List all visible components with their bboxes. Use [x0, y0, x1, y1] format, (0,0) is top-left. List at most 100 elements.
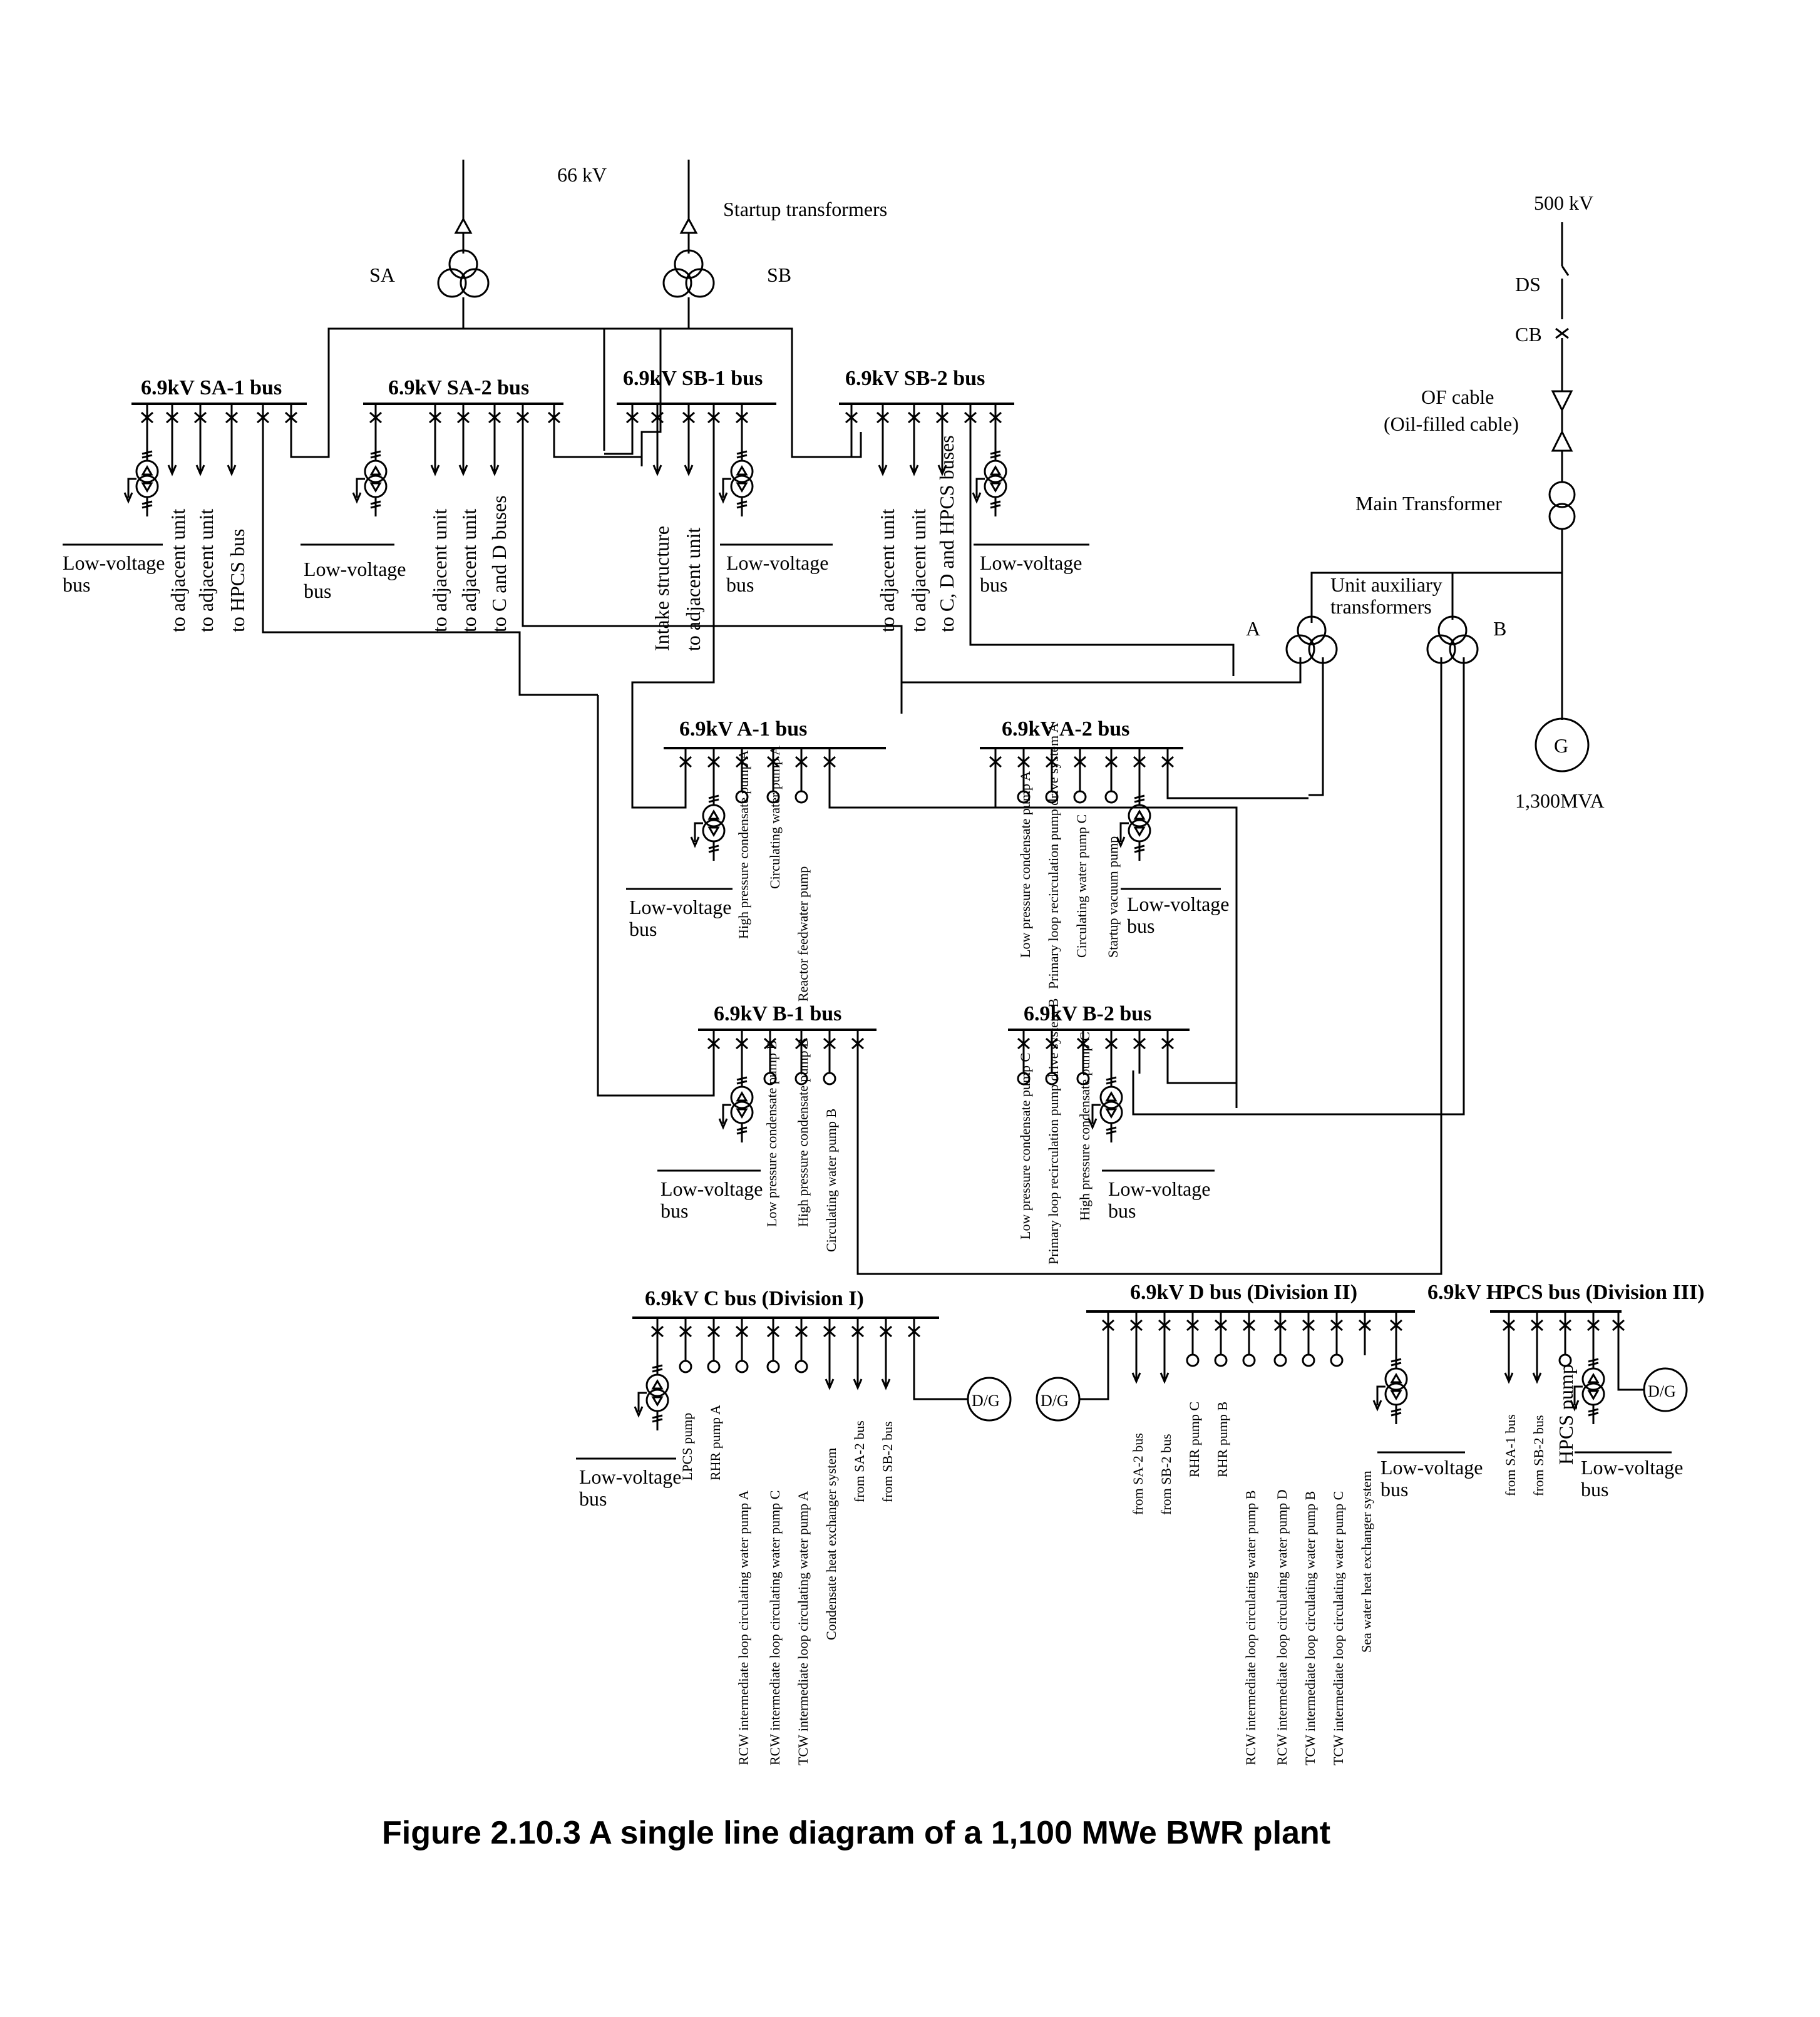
b1-lv-label-2: bus	[661, 1199, 688, 1222]
label-1300mva: 1,300MVA	[1515, 789, 1605, 812]
label-transformers: transformers	[1330, 595, 1432, 618]
a1-bus-group: 6.9kV A-1 bus Low-voltage bus High press…	[626, 695, 1238, 1108]
b2-feeder-3: High pressure condensate pump C	[1077, 1032, 1093, 1221]
sa1-bus-group: 6.9kV SA-1 bus Low-voltage bus to adjace…	[63, 376, 598, 696]
sb1-bus-group: 6.9kV SB-1 bus Low-voltage bus Intake st…	[604, 367, 833, 695]
sa2-feeder-2: to adjacent unit	[458, 509, 480, 632]
d-feeder-5: RCW intermediate loop circulating water …	[1243, 1491, 1258, 1765]
label-500kv: 500 kV	[1534, 192, 1593, 214]
a2-feeder-4: Startup vacuum pump	[1105, 836, 1121, 958]
c-bus-group: 6.9kV C bus (Division I) Low-voltage bus…	[576, 1287, 1012, 1765]
d-feeder-6: RCW intermediate loop circulating water …	[1274, 1489, 1290, 1765]
b2-lv-label-2: bus	[1108, 1199, 1136, 1222]
c-feeder-6: Condensate heat exchanger system	[823, 1448, 839, 1640]
label-b: B	[1493, 617, 1506, 640]
d-feeder-4: RHR pump B	[1215, 1402, 1230, 1477]
sb2-feeder-2: to adjacent unit	[907, 509, 930, 632]
c-feeder-2: RHR pump A	[707, 1405, 723, 1481]
c-dg-label: D/G	[972, 1392, 1000, 1410]
sb2-feeder-3: to C, D and HPCS buses	[935, 435, 958, 632]
sa1-feeder-1: to adjacent unit	[167, 509, 189, 632]
sa1-lv-label: Low-voltage	[63, 552, 165, 574]
sa2-bus-group: 6.9kV SA-2 bus Low-voltage bus to adjace…	[301, 376, 903, 695]
b2-feeder-2: Primary loop recirculation pump drive sy…	[1046, 998, 1061, 1265]
hpcs-feeder-2: from SB-2 bus	[1531, 1415, 1546, 1496]
sa1-lv-label-2: bus	[63, 573, 90, 596]
sb1-feeder-1: Intake structure	[650, 526, 673, 651]
sa1-bus-label: 6.9kV SA-1 bus	[141, 376, 282, 399]
label-of-cable: OF cable	[1421, 386, 1494, 408]
b1-bus-group: 6.9kV B-1 bus Low-voltage bus Low pressu…	[657, 1002, 877, 1252]
sa1-feeder-2: to adjacent unit	[195, 509, 217, 632]
d-lv-label: Low-voltage	[1380, 1456, 1483, 1479]
startup-transformer-sa	[327, 160, 662, 466]
hpcs-lv-label-2: bus	[1581, 1478, 1608, 1501]
c-bus-label: 6.9kV C bus (Division I)	[645, 1287, 864, 1310]
d-bus-label: 6.9kV D bus (Division II)	[1130, 1281, 1357, 1304]
generator-path: 500 kV DS CB OF cable (Oil-filled cable)…	[1310, 192, 1605, 812]
hpcs-dg-label: D/G	[1648, 1382, 1676, 1400]
sb2-bus-label: 6.9kV SB-2 bus	[845, 367, 985, 390]
d-diesel-generator	[1036, 1377, 1081, 1422]
label-main-transformer: Main Transformer	[1355, 492, 1502, 515]
sb2-bus-group: 6.9kV SB-2 bus Low-voltage bus to adjace…	[839, 367, 1235, 676]
c-feeder-5: TCW intermediate loop circulating water …	[795, 1491, 811, 1765]
c-feeder-3: RCW intermediate loop circulating water …	[736, 1490, 751, 1765]
hpcs-bus-group: 6.9kV HPCS bus (Division III) D/G Low-vo…	[1427, 1281, 1704, 1501]
b2-lv-label: Low-voltage	[1108, 1178, 1211, 1200]
b1-lv-label: Low-voltage	[661, 1178, 763, 1200]
sa2-lv-label: Low-voltage	[304, 558, 406, 580]
c-feeder-7: from SA-2 bus	[851, 1420, 867, 1502]
hpcs-lv-label: Low-voltage	[1581, 1456, 1684, 1479]
unit-aux-transformers: Unit auxiliary transformers A B	[856, 573, 1506, 1275]
d-feeder-7: TCW intermediate loop circulating water …	[1302, 1491, 1318, 1765]
b2-feeder-1: Low pressure condensate pump C	[1017, 1053, 1033, 1239]
sb2-feeder-1: to adjacent unit	[876, 509, 898, 632]
label-a: A	[1246, 617, 1260, 640]
c-feeder-4: RCW intermediate loop circulating water …	[767, 1491, 783, 1765]
b1-feeder-3: Circulating water pump B	[823, 1109, 839, 1252]
sb2-lv-label-2: bus	[980, 573, 1007, 596]
a1-bus-label: 6.9kV A-1 bus	[679, 717, 807, 741]
c-feeder-8: from SB-2 bus	[880, 1421, 895, 1502]
d-lv-label-2: bus	[1380, 1478, 1408, 1501]
d-feeder-3: RHR pump C	[1186, 1402, 1202, 1477]
sb1-feeder-2: to adjacent unit	[682, 528, 704, 651]
a1-feeder-3: Reactor feedwater pump	[795, 866, 811, 1002]
sb1-lv-label: Low-voltage	[726, 552, 829, 574]
sa2-feeder-3: to C and D buses	[488, 495, 510, 632]
sa2-lv-label-2: bus	[304, 580, 331, 602]
label-startup-transformers: Startup transformers	[723, 198, 887, 220]
a1-feeder-1: High pressure condensate pump A	[736, 750, 751, 939]
b1-feeder-2: High pressure condensate pump B	[795, 1038, 811, 1227]
a2-feeder-2: Primary loop recirculation pump drive sy…	[1046, 723, 1061, 989]
b1-feeder-1: Low pressure condensate pump B	[764, 1040, 779, 1227]
label-sa: SA	[369, 264, 395, 286]
d-feeder-1: from SA-2 bus	[1130, 1433, 1146, 1515]
c-diesel-generator	[967, 1377, 1012, 1422]
startup-transformer-sb	[603, 160, 862, 458]
b2-bus-label: 6.9kV B-2 bus	[1024, 1002, 1151, 1025]
label-sb: SB	[767, 264, 791, 286]
d-feeder-2: from SB-2 bus	[1158, 1434, 1174, 1515]
c-lv-label: Low-voltage	[579, 1465, 682, 1488]
figure-caption: Figure 2.10.3 A single line diagram of a…	[382, 1815, 1330, 1851]
c-feeder-1: LPCS pump	[679, 1413, 695, 1481]
a2-bus-group: 6.9kV A-2 bus Low-voltage bus Low pressu…	[980, 717, 1308, 989]
label-cb: CB	[1515, 323, 1542, 346]
label-66kv: 66 kV	[557, 163, 607, 186]
d-feeder-8: TCW intermediate loop circulating water …	[1330, 1491, 1346, 1765]
sa2-bus-label: 6.9kV SA-2 bus	[388, 376, 529, 399]
sa1-feeder-3: to HPCS bus	[226, 529, 249, 632]
hpcs-feeder-3: HPCS pump	[1555, 1364, 1577, 1465]
a2-feeder-3: Circulating water pump C	[1074, 814, 1089, 958]
a1-lv-label: Low-voltage	[629, 896, 732, 918]
sb2-lv-label: Low-voltage	[980, 552, 1082, 574]
hpcs-feeder-1: from SA-1 bus	[1503, 1414, 1518, 1496]
label-oil-filled-cable: (Oil-filled cable)	[1384, 413, 1519, 435]
d-dg-label: D/G	[1041, 1392, 1069, 1410]
sb1-bus-label: 6.9kV SB-1 bus	[623, 367, 763, 390]
a2-feeder-1: Low pressure condensate pump A	[1017, 771, 1033, 958]
label-generator: G	[1554, 734, 1568, 757]
